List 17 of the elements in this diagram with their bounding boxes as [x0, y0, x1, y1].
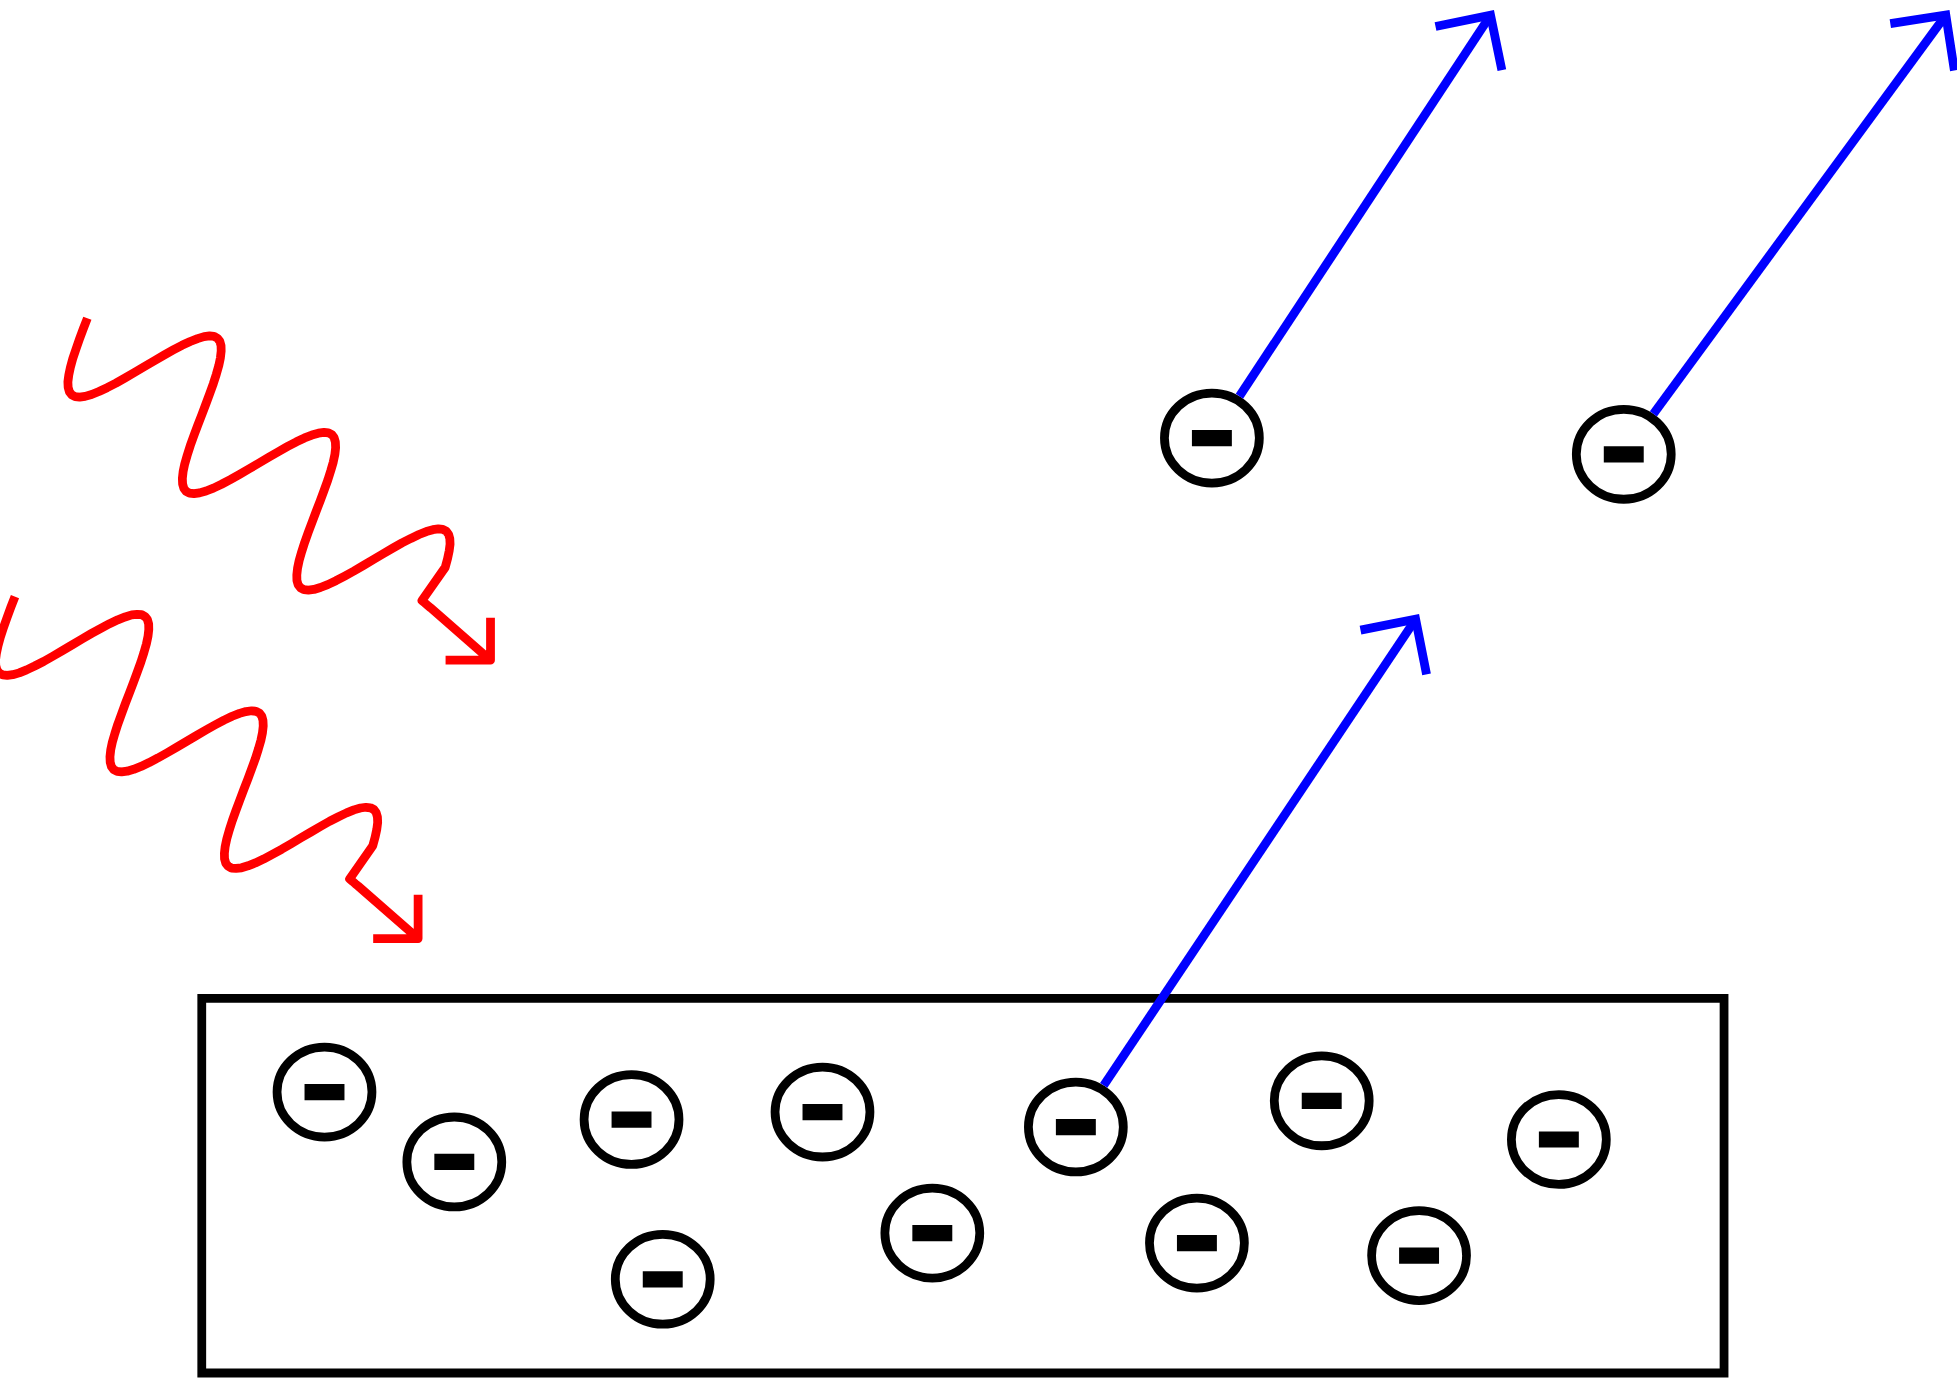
arrow	[1649, 9, 1957, 417]
electron	[1269, 1051, 1374, 1150]
electron	[1024, 1077, 1128, 1177]
electron	[610, 1229, 715, 1329]
plate	[197, 993, 1729, 1378]
electron	[402, 1112, 507, 1212]
electron	[1507, 1090, 1611, 1189]
electron	[1145, 1193, 1249, 1293]
electron	[770, 1062, 875, 1162]
electron	[579, 1070, 684, 1169]
electron	[1367, 1206, 1471, 1305]
electron	[1160, 388, 1264, 488]
electron	[880, 1183, 985, 1283]
electron	[272, 1042, 377, 1142]
arrow	[1100, 613, 1431, 1088]
electron	[1571, 404, 1676, 504]
arrow	[1235, 9, 1507, 399]
